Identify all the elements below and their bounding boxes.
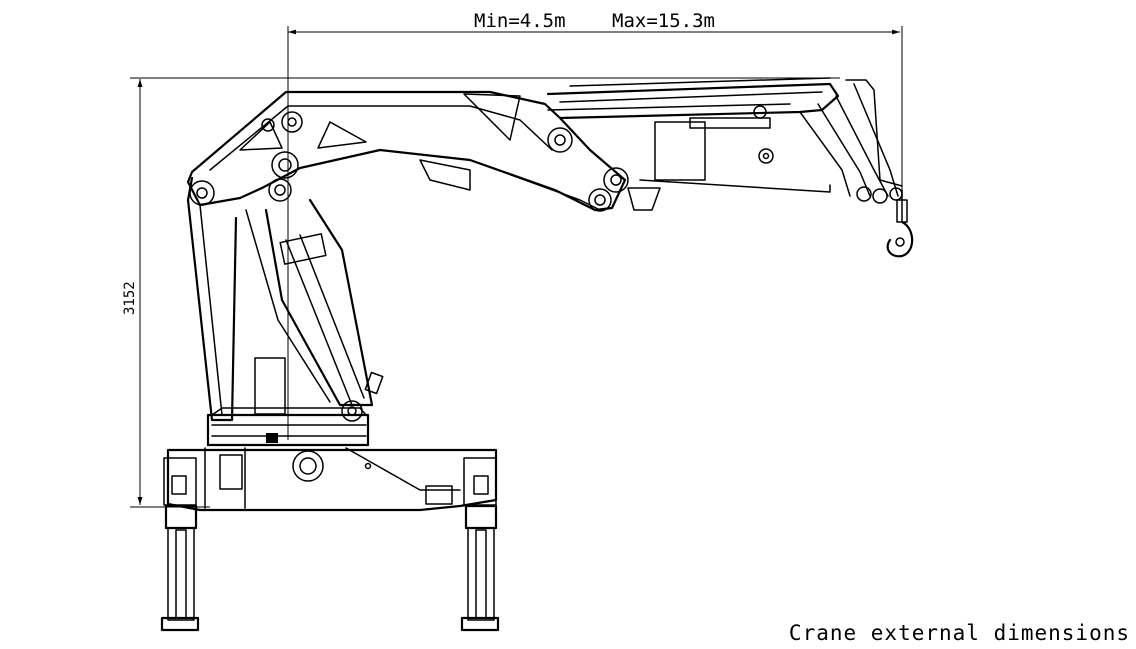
height-label: 3152	[122, 281, 138, 315]
reach-dimension: Min=4.5m Max=15.3m	[287, 10, 903, 440]
telescopic-boom	[546, 77, 903, 211]
outrigger-left	[160, 457, 200, 632]
diagram-caption: Crane external dimensions	[788, 621, 1130, 645]
reach-min-label: Min=4.5m	[474, 10, 566, 32]
height-dimension: 3152	[122, 77, 840, 508]
outrigger-right	[460, 457, 500, 632]
base-frame	[166, 447, 498, 512]
reach-max-label: Max=15.3m	[612, 10, 715, 32]
inner-boom	[186, 90, 629, 212]
hook	[886, 189, 914, 258]
main-column	[186, 176, 384, 422]
slewing-base	[206, 407, 370, 447]
